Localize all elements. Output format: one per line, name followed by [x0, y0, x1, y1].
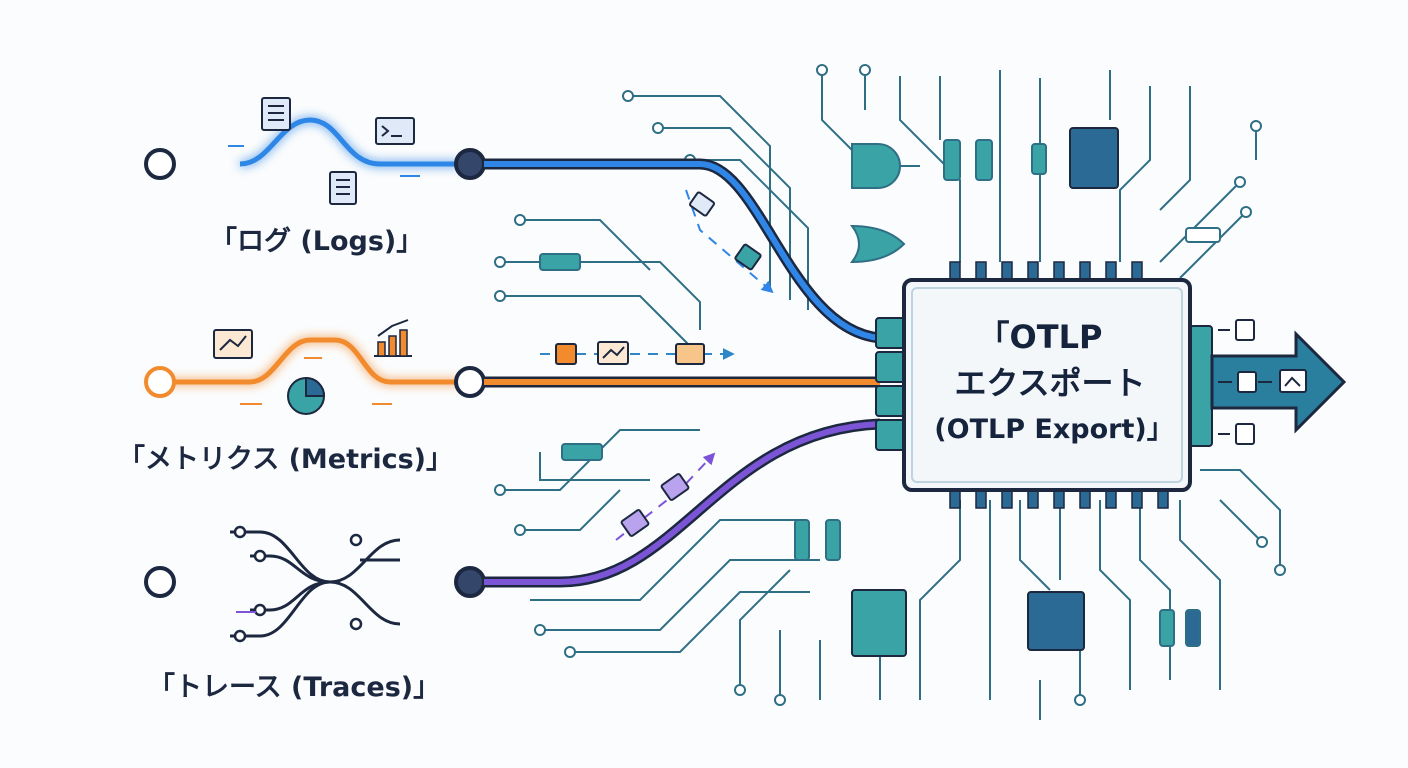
chip-title-line1: 「OTLP [978, 318, 1103, 356]
document-icon [1235, 423, 1255, 445]
line-chart-icon [213, 329, 253, 359]
traces-source-node [144, 566, 176, 598]
document-icon [329, 171, 357, 205]
chip-title-line3: (OTLP Export)」 [934, 414, 1173, 445]
logs-label: 「ログ (Logs)」 [210, 225, 423, 257]
document-icon [261, 97, 291, 131]
pie-chart-icon [287, 376, 326, 415]
traces-label: 「トレース (Traces)」 [148, 671, 440, 703]
traces-connector-node [454, 566, 486, 598]
metrics-channel: 「メトリクス (Metrics)」 [118, 319, 880, 475]
traces-channel: 「トレース (Traces)」 [144, 418, 881, 703]
chart-icon [1279, 369, 1307, 393]
logs-channel: 「ログ (Logs)」 [144, 97, 881, 344]
chip-title-line2: エクスポート [954, 364, 1145, 402]
document-icon [1235, 319, 1255, 341]
otlp-export-chip: 「OTLP エクスポート (OTLP Export)」 [875, 261, 1213, 509]
metrics-label: 「メトリクス (Metrics)」 [118, 443, 453, 475]
circuit-components [539, 127, 1221, 657]
document-icon [1237, 371, 1257, 393]
logs-source-node [144, 148, 176, 180]
logs-connector-node [454, 148, 486, 180]
metrics-source-node [144, 366, 176, 398]
output-arrow [1210, 319, 1347, 445]
metrics-connector-node [454, 366, 486, 398]
circuit-traces [494, 64, 1286, 720]
terminal-icon [375, 117, 415, 145]
bar-chart-icon [374, 319, 412, 357]
